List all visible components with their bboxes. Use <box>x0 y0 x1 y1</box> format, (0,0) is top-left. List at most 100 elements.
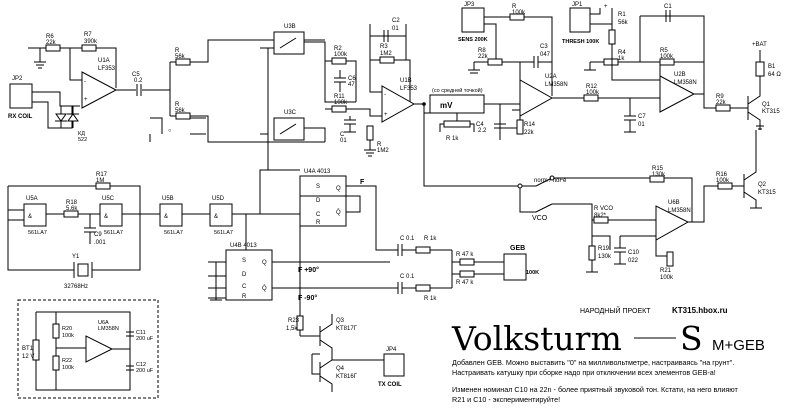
switch-u3b <box>273 31 305 55</box>
gate-u5c <box>99 203 123 227</box>
r1ka-label: R 1k <box>424 236 437 242</box>
sens-label: SENS 200K <box>458 37 488 43</box>
c11-label: C11 <box>136 330 146 336</box>
r12-value: 100k <box>586 90 600 96</box>
c10-value: 022 <box>628 258 639 264</box>
svg-text:R: R <box>316 220 321 226</box>
u2b-value: LM358N <box>674 80 697 86</box>
svg-text:&: & <box>104 214 108 220</box>
r1-label: R1 <box>618 12 626 18</box>
r1-value: 56k <box>618 20 629 26</box>
resistor-r2 <box>331 57 347 65</box>
diode-1 <box>55 113 67 122</box>
mv-label: mV <box>440 101 453 110</box>
capacitor-c11 <box>126 331 134 337</box>
r16-value: 100k <box>716 178 730 184</box>
capacitor-c12 <box>126 365 134 371</box>
u5d-part: 561LA7 <box>214 230 233 236</box>
c2-label: C2 <box>392 18 400 24</box>
u6b-value: LM358N <box>668 208 691 214</box>
resistor-1kb <box>415 284 431 292</box>
u5b-part: 561LA7 <box>164 230 183 236</box>
r23-label: R23 <box>288 318 300 324</box>
r-1k-label: R 1k <box>446 136 459 142</box>
r7-label: R7 <box>84 32 92 38</box>
c-value: 01 <box>340 138 347 144</box>
r15-value: 130k <box>652 172 666 178</box>
mv-meter-box <box>429 94 485 114</box>
r47b-label: R 47 k <box>456 280 474 286</box>
r56b-value: 56k <box>175 108 186 114</box>
note-line-2: Настраивать катушку при сборке надо при … <box>452 368 716 377</box>
opamp-u6a <box>85 335 114 363</box>
c7-value: 01 <box>638 122 645 128</box>
c01a-label: C 0.1 <box>400 236 415 242</box>
r18-label: R18 <box>66 200 78 206</box>
capacitor-c01a <box>397 244 403 256</box>
c10-label: C10 <box>628 250 640 256</box>
diode-label: КД <box>78 131 85 137</box>
c4-value: 2.2 <box>478 128 487 134</box>
r3-value: 1M2 <box>380 51 392 57</box>
transistor-q1 <box>747 76 761 130</box>
r2-label: R2 <box>334 46 342 52</box>
r8-value: 22k <box>478 54 489 60</box>
u3b-label: U3B <box>284 24 296 30</box>
r22-label: R22 <box>62 358 72 364</box>
svg-text:-: - <box>384 92 386 98</box>
svg-text:Q̄: Q̄ <box>262 285 267 292</box>
switch-area: ○ <box>168 128 171 134</box>
norm-label: norm / noFe <box>534 178 567 184</box>
q1-value: KT315 <box>762 109 780 115</box>
resistor-r8 <box>487 58 503 66</box>
note-line-3: Изменен номинал C10 на 22n - более прият… <box>452 385 738 394</box>
y1-label: Y1 <box>72 254 80 260</box>
title-suffix: M+GEB <box>712 337 765 354</box>
r17-label: R17 <box>96 172 108 178</box>
input-stage: JP2 RX COIL КД 522 R6 22k R7 390k U1A LF… <box>8 32 325 143</box>
resistor-1m2 <box>366 125 374 141</box>
note-line-4: R21 и C10 - экспериментируйте! <box>452 395 561 404</box>
r-top-label: R <box>175 48 180 54</box>
r21-value: 100k <box>660 275 674 281</box>
u5d-label: U5D <box>212 196 225 202</box>
opamp-u1a <box>81 71 118 109</box>
r47a-label: R 47 k <box>456 252 474 258</box>
c5-value: 0.2 <box>134 78 143 84</box>
u2a-value: LM358N <box>545 82 568 88</box>
b1-value: 64 Ω <box>768 72 781 78</box>
svg-text:D: D <box>242 272 247 278</box>
opamp-u2b <box>659 75 696 113</box>
u4b-label: U4B 4013 <box>230 243 257 249</box>
flipflop-u4b <box>225 249 273 301</box>
r11-label: R11 <box>334 94 345 100</box>
tx-driver: R23 1,5k Q3 KT817Г Q4 KT816Г JP4 TX COIL <box>286 226 405 392</box>
f90p-label: F +90° <box>298 266 319 274</box>
switch-u3c <box>273 117 305 141</box>
r19-label: R19 <box>598 246 610 252</box>
r-top-value: 100k <box>512 10 526 16</box>
r5-label: R5 <box>660 48 668 54</box>
oscillator-section: R17 1M U5A & 561LA7 R18 5.6k C9 .001 U5C… <box>7 169 300 290</box>
u3c-label: U3C <box>284 110 297 116</box>
r-1m2-value: 1M2 <box>377 148 389 154</box>
r56a-value: 56k <box>175 54 186 60</box>
u4a-label: U4A 4013 <box>304 169 331 175</box>
rvco-label: R VCO <box>594 206 613 212</box>
title-block: НАРОДНЫЙ ПРОЕКТ KT315.hbox.ru Volksturm … <box>451 306 765 358</box>
note-line-1: Добавлен GEB. Можно выставить "0" на мил… <box>452 358 735 367</box>
c5-label: C5 <box>132 72 140 78</box>
capacitor-c4 <box>494 123 506 129</box>
integrator-stage: U3B U3C R2 100k C6 47 R11 100k C 01 C2 0… <box>260 18 520 187</box>
project-label: НАРОДНЫЙ ПРОЕКТ <box>580 306 651 315</box>
r18-value: 5.6k <box>66 206 78 212</box>
b1-label: B1 <box>768 64 776 70</box>
u1a-label: U1A <box>98 58 110 64</box>
power-section: BT1 12 V R20 100k R22 100k U6A LM358N C1… <box>17 299 159 399</box>
r4-value: 1k <box>618 56 625 62</box>
c6-label: C6 <box>348 76 356 82</box>
u2b-stage: JP1 THRESH 100K + R1 56k R4 1k C1 R5 100… <box>562 2 781 130</box>
gate-u5d <box>209 203 233 227</box>
title-s: S <box>680 319 703 358</box>
